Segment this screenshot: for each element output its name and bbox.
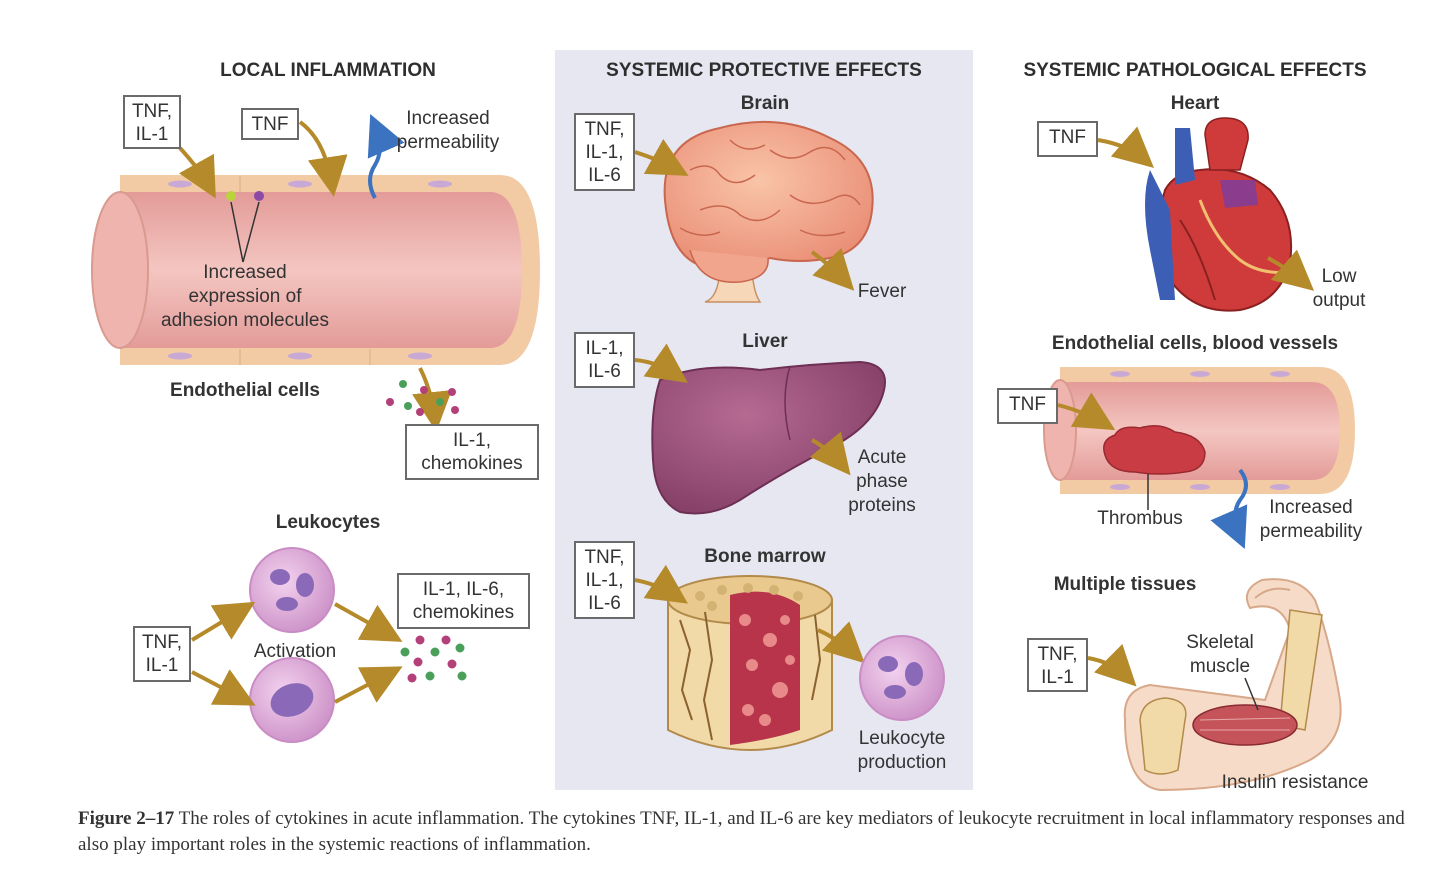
right-vessel [1043, 367, 1355, 510]
caption-text: The roles of cytokines in acute inflamma… [78, 808, 1405, 855]
bone-marrow-illustration [667, 575, 833, 751]
tissues-input-arrow [1087, 644, 1137, 687]
systemic-pathological-title: SYSTEMIC PATHOLOGICAL EFFECTS [1023, 60, 1367, 81]
marrow-input-arrow [634, 564, 688, 604]
leukocytes-title: Leukocytes [275, 512, 381, 533]
leuko-arrow-down [191, 669, 256, 706]
bone-marrow-title: Bone marrow [704, 546, 826, 567]
marrow-cytokine-box: TNF, IL-1, IL-6 [574, 541, 635, 619]
local-permeability-arrow [367, 113, 405, 199]
local-chemokine-dots [386, 380, 459, 416]
local-inflammation-title: LOCAL INFLAMMATION [220, 60, 436, 81]
brain-title: Brain [740, 93, 790, 114]
produced-leukocyte [859, 635, 945, 721]
adhesion-molecules-label: Increased expression of adhesion molecul… [161, 262, 329, 331]
local-vessel [91, 175, 540, 365]
leuko-output-arrow-2 [334, 666, 403, 704]
local-tnf-box: TNF [241, 108, 299, 140]
marrow-output-arrow [817, 621, 865, 664]
local-chemokine-arrow [412, 367, 452, 432]
heart-input-arrow [1097, 126, 1155, 168]
leuko-output-box: IL-1, IL-6, chemokines [397, 573, 530, 629]
liver-input-arrow [634, 343, 688, 383]
thrombus-label: Thrombus [1097, 508, 1183, 529]
leuko-arrow-up [190, 601, 256, 642]
vessels-tnf-box: TNF [997, 388, 1058, 424]
tissues-cytokine-box: TNF, IL-1 [1027, 638, 1088, 692]
vessels-title: Endothelial cells, blood vessels [1051, 333, 1339, 354]
endothelial-cells-label: Endothelial cells [170, 380, 320, 401]
liver-title: Liver [742, 331, 788, 352]
leukocyte-production-label: Leukocyte production [857, 728, 947, 773]
heart-tnf-box: TNF [1037, 121, 1098, 157]
il1-chemokines-box: IL-1, chemokines [405, 424, 539, 480]
figure-caption: Figure 2–17 The roles of cytokines in ac… [78, 806, 1428, 858]
leuko-tnf-il1-box: TNF, IL-1 [133, 626, 191, 682]
systemic-protective-title: SYSTEMIC PROTECTIVE EFFECTS [606, 60, 922, 81]
brain-input-arrow [634, 138, 689, 176]
vessel-permeability-label: Increased permeability [1259, 497, 1363, 542]
leukocyte-resting [249, 657, 335, 743]
heart-illustration [1145, 117, 1293, 312]
figure-label: Figure 2–17 [78, 808, 175, 829]
local-arrow-tnf [298, 120, 348, 197]
brain-illustration [663, 120, 874, 303]
low-output-label: Low output [1312, 266, 1366, 311]
activation-label: Activation [253, 641, 337, 662]
local-arrow-tnf-il1 [178, 146, 216, 199]
leukocyte-activated [249, 547, 335, 633]
local-permeability-label: Increased permeability [396, 108, 500, 153]
thrombus-shape [1103, 425, 1206, 475]
acute-phase-label: Acute phase proteins [848, 447, 916, 516]
vessel-input-arrow [1057, 392, 1116, 431]
leuko-output-arrow-1 [334, 602, 403, 642]
heart-title: Heart [1170, 93, 1220, 114]
fever-arrow [810, 247, 855, 291]
arm-illustration [1123, 578, 1342, 792]
leuko-chemokine-dots [400, 635, 467, 683]
fever-label: Fever [857, 281, 907, 302]
brain-cytokine-box: TNF, IL-1, IL-6 [574, 113, 635, 191]
acute-phase-arrow [809, 431, 851, 476]
low-output-arrow [1267, 249, 1315, 291]
skeletal-muscle-label: Skeletal muscle [1186, 632, 1254, 677]
local-tnf-il1-box: TNF, IL-1 [123, 95, 181, 149]
liver-cytokine-box: IL-1, IL-6 [574, 332, 635, 388]
multiple-tissues-title: Multiple tissues [1053, 574, 1197, 595]
insulin-resistance-label: Insulin resistance [1221, 772, 1369, 793]
vessel-permeability-arrow [1210, 468, 1248, 550]
figure-artwork [91, 50, 1355, 792]
